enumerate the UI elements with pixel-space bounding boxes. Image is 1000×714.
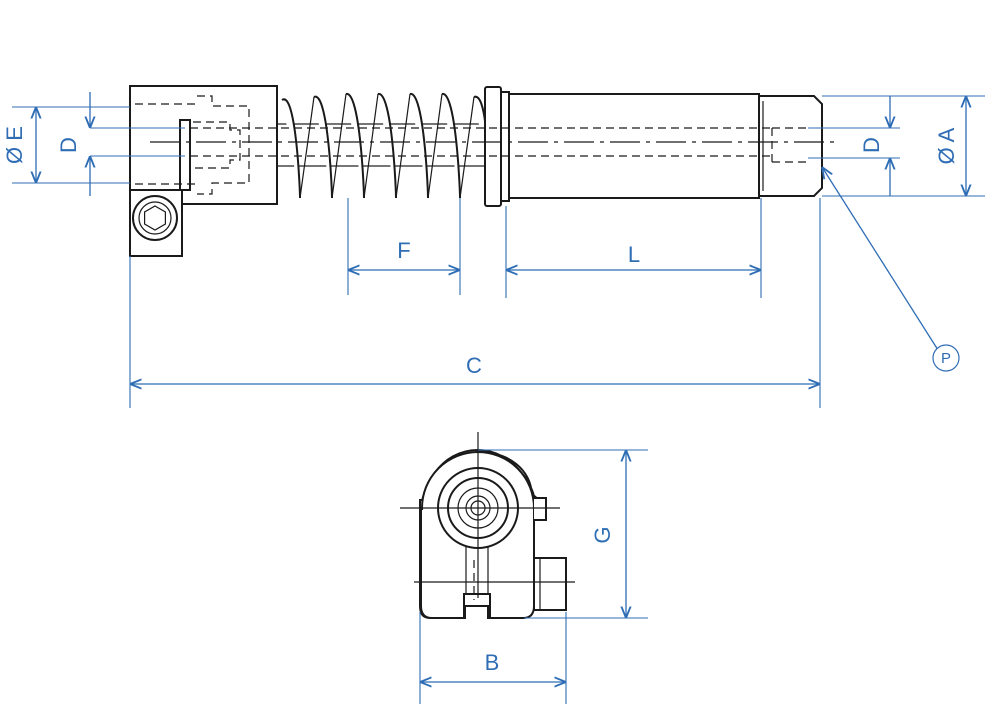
label-p: P [941,350,951,367]
label-l: L [628,242,640,267]
label-c: C [466,353,482,378]
label-d-left: D [56,137,81,153]
label-b: B [485,650,500,675]
p-callout-circle [932,344,960,372]
label-f: F [397,238,410,263]
label-g: G [590,526,615,543]
threaded-end [758,95,823,197]
label-d-right: D [859,137,884,153]
side-view-dimensions [12,92,985,408]
compression-spring [276,93,489,199]
front-view-dimensions [419,449,648,704]
front-view [400,432,575,619]
label-dia-a: Ø A [934,127,959,164]
body-tube [508,93,760,199]
label-dia-e: Ø E [2,126,27,164]
side-view [129,85,838,257]
dimension-labels: Ø E D D Ø A F L C P G B [2,126,959,675]
hex-socket-screw [132,195,178,241]
flange-collar [484,86,510,207]
